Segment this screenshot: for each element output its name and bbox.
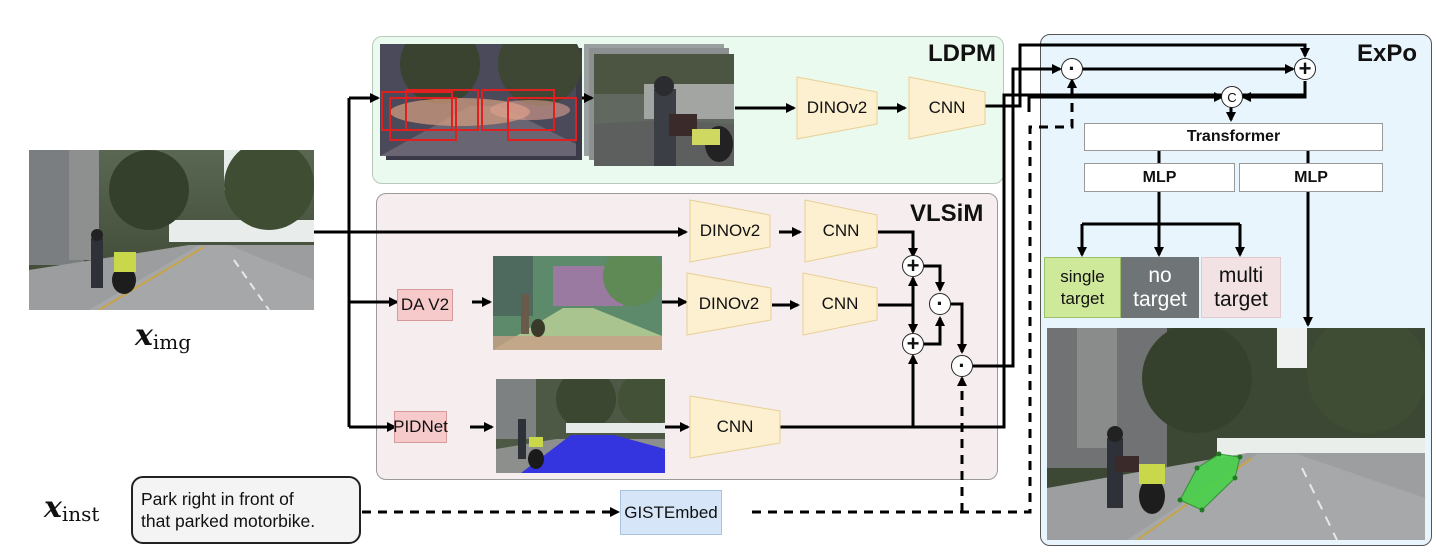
hadamard-node-vlsim-1: · [929,291,951,316]
ldpm-cnn: CNN [908,76,986,140]
concat-node-expo: C [1221,86,1243,108]
vlsim-row2-cnn: CNN [802,272,878,336]
vlsim-row3-cnn: CNN [689,395,781,459]
wire-ldpm-cnn-out [985,43,1310,108]
vlsim-title: VLSiM [910,200,984,227]
ldpm-detection-stack [380,44,582,160]
add-symbol: + [906,253,920,278]
single-target-line1: single [1060,266,1105,286]
vlsim-row2-dinov2-label: DINOv2 [698,294,760,313]
wire-gist-out [752,78,1077,514]
inst-label-subscript: inst [61,502,100,527]
image-label-subscript: img [152,330,192,355]
pidnet-box: PIDNet [393,411,448,443]
ldpm-crop-stack [584,44,734,166]
mlp-left-block: MLP [1084,163,1235,192]
vlsim-row1-cnn: CNN [804,199,878,263]
vlsim-row1-cnn-label: CNN [822,221,860,240]
add-node-vlsim-2: + [902,333,924,355]
vlsim-row2-cnn-label: CNN [821,294,859,313]
vlsim-row1-dinov2: DINOv2 [689,199,771,263]
instruction-input-label: xinst [44,490,99,526]
wire-add1-to-had1 [924,264,945,292]
hadamard-symbol: · [936,291,944,316]
inst-label-symbol: x [44,490,62,525]
output-no-target: no target [1121,257,1199,318]
multi-target-line2: target [1214,287,1268,311]
vlsim-row1-dinov2-label: DINOv2 [699,221,761,240]
segmentation-image [496,379,665,473]
instruction-line-1: Park right in front of [141,489,294,509]
vlsim-row2-dinov2: DINOv2 [686,272,772,336]
expo-title: ExPo [1357,40,1418,67]
input-image [29,150,314,310]
image-label-symbol: x [135,318,153,353]
wire-had2-out [973,64,1062,368]
no-target-line2: target [1133,287,1187,311]
concat-symbol: C [1227,89,1237,105]
add-symbol: + [906,331,920,356]
hadamard-node-expo: · [1061,56,1083,81]
image-input-label: ximg [135,318,191,354]
vlsim-panel [376,193,998,480]
wire-had1-to-had2 [951,302,967,354]
hadamard-symbol: · [958,353,966,378]
instruction-text-box: Park right in front of that parked motor… [131,476,361,544]
expo-output-image [1047,328,1425,540]
instruction-line-2: that parked motorbike. [141,511,316,531]
output-single-target: single target [1044,257,1121,318]
ldpm-dinov2-encoder: DINOv2 [796,76,878,140]
wire-add2-to-had1 [924,316,945,346]
dav2-box: DA V2 [397,289,453,321]
gistembed-box: GISTEmbed [620,490,722,535]
depth-map-image [493,256,662,350]
add-node-expo: + [1294,58,1316,80]
single-target-line2: target [1060,288,1105,308]
multi-target-line1: multi [1218,263,1264,287]
mlp-right-block: MLP [1239,163,1383,192]
add-symbol: + [1298,56,1312,81]
vlsim-row3-cnn-label: CNN [716,417,754,436]
hadamard-symbol: · [1068,56,1076,81]
ldpm-cnn-label: CNN [928,98,966,117]
ldpm-dinov2-label: DINOv2 [806,98,868,117]
ldpm-title: LDPM [928,40,996,67]
wire-r1-cnn-out [878,230,918,258]
transformer-block: Transformer [1084,123,1383,151]
wire-add-to-concat [1241,81,1307,102]
add-node-vlsim-1: + [902,255,924,277]
hadamard-node-vlsim-2: · [951,353,973,378]
wire-lower-to-concat [1027,92,1224,112]
output-multi-target: multi target [1201,257,1281,318]
no-target-line1: no [1148,263,1172,287]
